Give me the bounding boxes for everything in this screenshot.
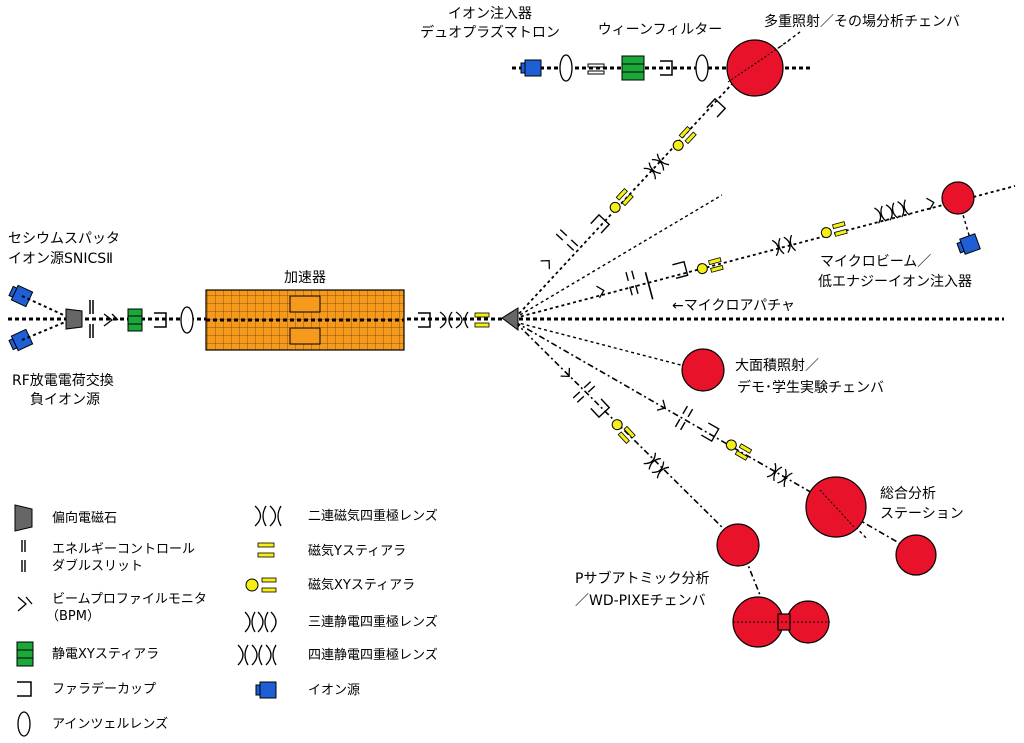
mag-doublet-icon	[439, 311, 469, 329]
pixe-label-2: ／WD-PIXEチェンバ	[575, 593, 706, 609]
legend-es-triplet-icon	[244, 611, 277, 633]
legend-label: ファラデーカップ	[52, 681, 156, 697]
legend-faraday-cup-icon	[17, 681, 32, 697]
branch-mid-upper	[514, 194, 723, 319]
pixe-chamber-top	[716, 523, 760, 567]
legend-label: 偏向電磁石	[52, 510, 117, 526]
legend-label: エネルギーコントロール	[52, 542, 195, 557]
legend-mag-xy-steerer-icon	[245, 577, 277, 593]
legend-label: 磁気XYスティアラ	[308, 577, 415, 593]
legend-label: ダブルスリット	[52, 558, 143, 574]
accelerator-label: 加速器	[284, 270, 326, 286]
general-station-label-2: ステーション	[880, 506, 964, 522]
diagram-labels: セシウムスパッタ イオン源SNICSⅡ RF放電電荷交換 負イオン源 イオン注入…	[8, 6, 972, 609]
einzel-lens-icon	[695, 54, 709, 82]
es-steerer-icon	[587, 63, 605, 75]
branch-general	[514, 321, 921, 556]
es-steerer-icon	[127, 308, 143, 332]
legend-es-steerer-icon	[16, 641, 34, 667]
bending-magnet-icon	[501, 307, 519, 331]
mag-y-steerer-icon	[474, 312, 490, 328]
microbeam-label-2: 低エナジーイオン注入器	[818, 274, 972, 290]
branch-large-area	[514, 321, 701, 371]
branch-pixe	[514, 321, 741, 546]
large-area-chamber	[681, 348, 725, 392]
legend-bending-magnet-icon	[14, 504, 33, 532]
wien-filter	[621, 55, 645, 81]
microaperture-label: ←マイクロアパチャ	[672, 298, 795, 314]
cesium-source-label-2: イオン源SNICSⅡ	[8, 251, 113, 267]
multi-chamber-label: 多重照射／その場分析チェンバ	[764, 13, 960, 30]
ion-source-icon	[520, 59, 542, 77]
bpm-icon	[103, 313, 119, 327]
einzel-lens-icon	[559, 54, 573, 82]
legend-label: 静電XYスティアラ	[52, 647, 159, 662]
legend-label: ビームプロファイルモニタ	[52, 592, 207, 607]
wien-filter-label: ウィーンフィルター	[598, 22, 723, 38]
general-chamber-small	[895, 534, 937, 576]
cesium-source-label-1: セシウムスパッタ	[8, 231, 120, 247]
legend-mag-doublet-icon	[254, 505, 282, 527]
legend-label: 三連静電四重極レンズ	[308, 614, 438, 630]
pixe-chamber-link	[777, 613, 791, 631]
microbeam-label-1: マイクロビーム／	[820, 254, 931, 270]
ion-source-icon	[8, 328, 34, 352]
legend-label: イオン源	[308, 683, 360, 698]
faraday-cup-icon	[418, 312, 431, 328]
legend-es-quadruplet-icon	[237, 644, 277, 666]
large-area-label-1: 大面積照射／	[735, 358, 819, 374]
accelerator	[205, 289, 405, 351]
ion-source-icon	[956, 233, 981, 255]
top-source-label-1: イオン注入器	[448, 6, 532, 22]
bending-magnet-icon	[65, 308, 83, 330]
general-chamber-main	[805, 476, 867, 538]
rf-source-label-2: 負イオン源	[30, 392, 100, 408]
legend-mag-y-steerer-icon	[257, 542, 275, 558]
branch-microbeam	[514, 185, 1016, 319]
legend: 偏向電磁石 エネルギーコントロール ダブルスリット ビームプロファイルモニタ （…	[14, 504, 438, 737]
legend-double-slit-icon	[21, 540, 26, 572]
faraday-cup-icon	[154, 312, 167, 328]
pixe-label-1: Pサブアトミック分析	[575, 570, 709, 587]
einzel-lens-icon	[180, 306, 194, 334]
ion-source-icon	[8, 284, 34, 308]
legend-label: （BPM）	[46, 609, 100, 624]
chambers	[681, 39, 975, 648]
legend-bpm-icon	[17, 596, 33, 612]
double-slit-icon	[89, 300, 94, 338]
general-station-label-1: 総合分析	[880, 486, 936, 502]
large-area-label-2: デモ･学生実験チェンバ	[737, 379, 884, 396]
rf-source-label-1: RF放電電荷交換	[12, 372, 114, 389]
legend-label: 四連静電四重極レンズ	[308, 647, 438, 663]
legend-label: 磁気Yスティアラ	[308, 543, 406, 559]
beam-lines	[8, 31, 1016, 621]
faraday-cup-icon	[660, 60, 673, 76]
multi-chamber	[726, 39, 784, 97]
microbeam-chamber	[941, 181, 975, 215]
top-source-label-2: デュオプラズマトロン	[420, 24, 560, 41]
legend-ion-source-icon	[255, 681, 277, 699]
legend-label: 二連磁気四重極レンズ	[308, 508, 438, 524]
legend-einzel-lens-icon	[17, 711, 31, 737]
legend-label: アインツェルレンズ	[52, 716, 168, 732]
